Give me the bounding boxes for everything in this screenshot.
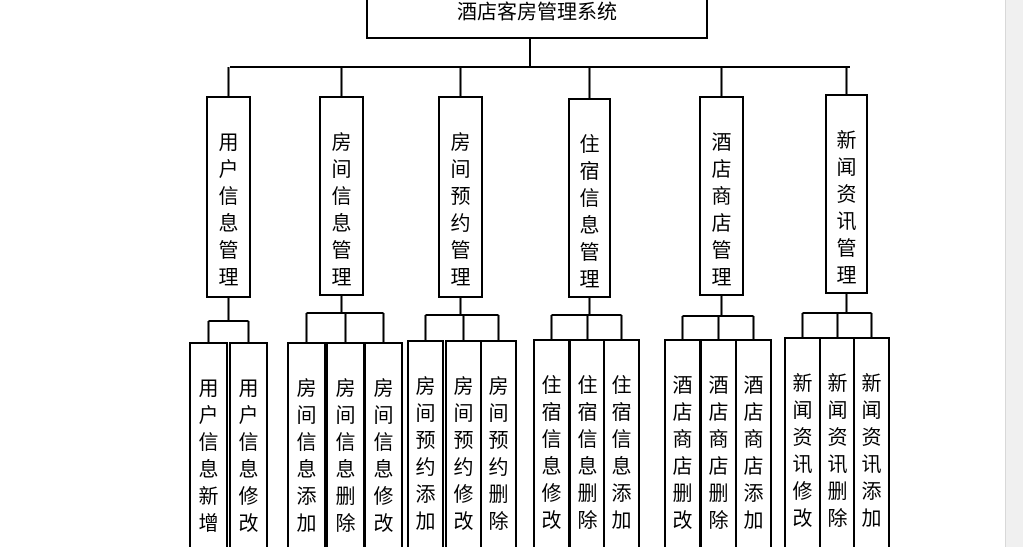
root-node-label: 酒店客房管理系统 — [457, 0, 617, 24]
child-box-5-2-frame — [700, 339, 737, 547]
child-box-3-3-label: 房间预约删除 — [489, 374, 509, 533]
child-box-5-3-label: 酒店商店添加 — [744, 373, 764, 532]
child-box-1-1-frame — [189, 342, 228, 547]
child-box-6-2: 新闻资讯删除 — [819, 337, 856, 547]
child-box-4-2-label: 住宿信息删除 — [578, 373, 598, 532]
module-box-3-label: 房间预约管理 — [451, 130, 471, 289]
child-box-6-1-frame — [784, 337, 821, 547]
child-box-5-3-frame — [735, 339, 772, 547]
child-box-3-2: 房间预约修改 — [445, 340, 482, 547]
root-node-frame — [366, 0, 708, 39]
child-box-2-1-label: 房间信息添加 — [297, 376, 317, 535]
module-box-3: 房间预约管理 — [438, 96, 483, 298]
child-box-3-1-frame — [407, 340, 444, 547]
child-box-4-2: 住宿信息删除 — [569, 339, 606, 547]
root-node: 酒店客房管理系统 — [366, 0, 708, 39]
module-box-2: 房间信息管理 — [319, 96, 364, 296]
module-box-1-label: 用户信息管理 — [219, 130, 239, 289]
child-box-1-2: 用户信息修改 — [229, 342, 268, 547]
child-box-4-3: 住宿信息添加 — [603, 339, 640, 547]
child-box-5-2: 酒店商店删除 — [700, 339, 737, 547]
child-box-3-3-frame — [480, 340, 517, 547]
module-box-5-frame — [699, 96, 744, 296]
child-box-3-2-label: 房间预约修改 — [454, 374, 474, 533]
child-box-3-1-label: 房间预约添加 — [416, 374, 436, 533]
module-box-4: 住宿信息管理 — [568, 98, 611, 298]
module-box-6-frame — [825, 94, 868, 294]
module-box-2-label: 房间信息管理 — [332, 130, 352, 289]
child-box-3-1: 房间预约添加 — [407, 340, 444, 547]
child-box-4-1-frame — [533, 339, 570, 547]
child-box-6-2-label: 新闻资讯删除 — [828, 371, 848, 530]
child-box-4-3-label: 住宿信息添加 — [612, 373, 632, 532]
child-box-2-1-frame — [287, 342, 326, 547]
child-box-6-3-frame — [853, 337, 890, 547]
child-box-5-1: 酒店商店删改 — [664, 339, 701, 547]
module-box-3-frame — [438, 96, 483, 298]
child-box-5-2-label: 酒店商店删除 — [709, 373, 729, 532]
module-box-6: 新闻资讯管理 — [825, 94, 868, 294]
child-box-4-1-label: 住宿信息修改 — [542, 373, 562, 532]
module-box-5: 酒店商店管理 — [699, 96, 744, 296]
child-box-5-3: 酒店商店添加 — [735, 339, 772, 547]
module-box-1: 用户信息管理 — [206, 96, 251, 298]
child-box-3-3: 房间预约删除 — [480, 340, 517, 547]
child-box-4-3-frame — [603, 339, 640, 547]
child-box-6-3-label: 新闻资讯添加 — [862, 371, 882, 530]
module-box-6-label: 新闻资讯管理 — [837, 128, 857, 287]
child-box-2-2-label: 房间信息删除 — [336, 376, 356, 535]
child-box-2-2-frame — [326, 342, 365, 547]
child-box-2-3-label: 房间信息修改 — [374, 376, 394, 535]
child-box-6-1-label: 新闻资讯修改 — [793, 371, 813, 530]
child-box-2-3: 房间信息修改 — [364, 342, 403, 547]
module-box-4-label: 住宿信息管理 — [580, 132, 600, 291]
child-box-6-1: 新闻资讯修改 — [784, 337, 821, 547]
child-box-1-1: 用户信息新增 — [189, 342, 228, 547]
child-box-1-2-label: 用户信息修改 — [239, 376, 259, 535]
child-box-1-1-label: 用户信息新增 — [199, 376, 219, 535]
child-box-6-3: 新闻资讯添加 — [853, 337, 890, 547]
child-box-1-2-frame — [229, 342, 268, 547]
child-box-2-2: 房间信息删除 — [326, 342, 365, 547]
child-box-5-1-label: 酒店商店删改 — [673, 373, 693, 532]
child-box-2-1: 房间信息添加 — [287, 342, 326, 547]
child-box-5-1-frame — [664, 339, 701, 547]
module-box-5-label: 酒店商店管理 — [712, 130, 732, 289]
module-box-2-frame — [319, 96, 364, 296]
vertical-scrollbar[interactable] — [1005, 0, 1023, 547]
child-box-2-3-frame — [364, 342, 403, 547]
child-box-4-1: 住宿信息修改 — [533, 339, 570, 547]
